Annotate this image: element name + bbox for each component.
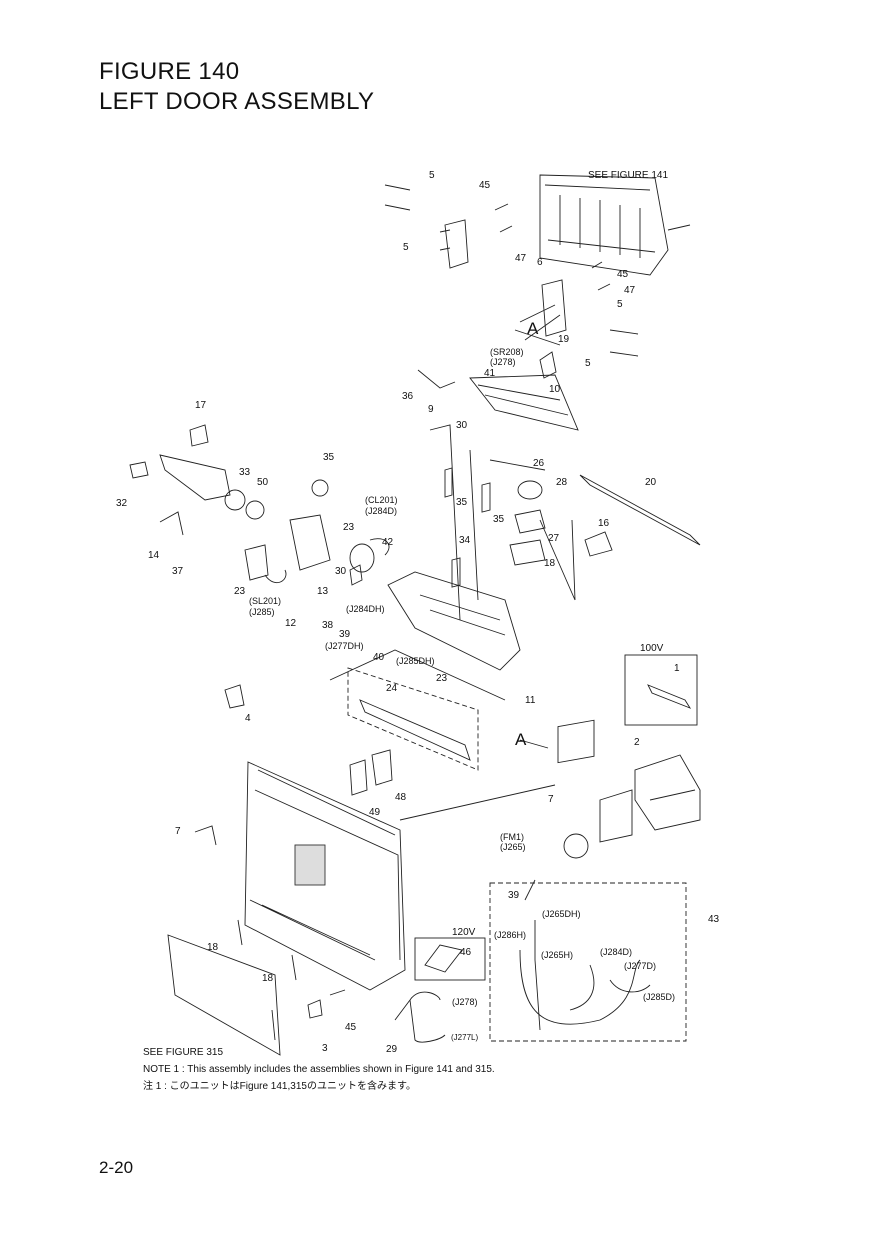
part-number-labels: 5 45 SEE FIGURE 141 5 47 6 45 47 5 A 19 … — [116, 170, 720, 1058]
part-label: 45 — [617, 269, 629, 280]
figure-title: LEFT DOOR ASSEMBLY — [99, 88, 375, 115]
part-label: 39 — [339, 629, 351, 640]
part-label: 23 — [436, 673, 448, 684]
note-japanese: 注 1 : このユニットはFigure 141,315のユニットを含みます。 — [143, 1081, 416, 1092]
callout-letter: A — [527, 319, 539, 338]
note-english: NOTE 1 : This assembly includes the asse… — [143, 1064, 495, 1075]
part-label: 13 — [317, 586, 329, 597]
figure-number: FIGURE 140 — [99, 58, 240, 85]
part-label: 36 — [402, 391, 414, 402]
part-label: 7 — [175, 826, 181, 837]
part-label: 35 — [456, 497, 468, 508]
part-label: 24 — [386, 683, 398, 694]
part-label: 33 — [239, 467, 251, 478]
part-label: 37 — [172, 566, 184, 577]
connector-label: (J277D) — [624, 961, 656, 971]
part-label: 18 — [207, 942, 219, 953]
part-label: 9 — [428, 404, 434, 415]
part-label: 40 — [373, 652, 385, 663]
part-label: 35 — [323, 452, 335, 463]
part-label: 20 — [645, 477, 657, 488]
part-label: 42 — [382, 537, 394, 548]
connector-label: (J278) — [452, 997, 478, 1007]
part-label: 29 — [386, 1044, 398, 1055]
part-label: 11 — [525, 695, 536, 706]
page-number: 2-20 — [99, 1158, 134, 1177]
part-label: 18 — [262, 973, 274, 984]
see-figure-141-label: SEE FIGURE 141 — [588, 170, 668, 181]
part-label: 35 — [493, 514, 505, 525]
connector-label: (J277DH) — [325, 641, 364, 651]
part-label: 5 — [403, 242, 409, 253]
part-label: 3 — [322, 1043, 328, 1054]
part-label: 43 — [708, 914, 720, 925]
part-label: 39 — [508, 890, 520, 901]
connector-label: (FM1) — [500, 832, 524, 842]
part-label: 14 — [148, 550, 160, 561]
part-label: 10 — [549, 384, 561, 395]
part-label: 30 — [335, 566, 347, 577]
part-label: 4 — [245, 713, 251, 724]
connector-label: (SL201) — [249, 596, 281, 606]
see-figure-315-label: SEE FIGURE 315 — [143, 1047, 223, 1058]
part-label: 1 — [674, 663, 680, 674]
part-label: 48 — [395, 792, 407, 803]
connector-label: (J265H) — [541, 950, 573, 960]
connector-label: (J284DH) — [346, 604, 385, 614]
part-label: 18 — [544, 558, 556, 569]
diagram-drawing — [129, 174, 701, 1056]
part-label: 19 — [558, 334, 570, 345]
voltage-label: 120V — [452, 927, 476, 938]
part-label: 41 — [484, 368, 496, 379]
connector-label: (J285D) — [643, 992, 675, 1002]
part-label: 46 — [460, 947, 472, 958]
part-label: 49 — [369, 807, 381, 818]
part-label: 28 — [556, 477, 568, 488]
connector-label: (J285) — [249, 607, 275, 617]
connector-label: (J265DH) — [542, 909, 581, 919]
part-label: 47 — [624, 285, 636, 296]
part-label: 5 — [585, 358, 591, 369]
voltage-label: 100V — [640, 643, 664, 654]
part-label: 45 — [345, 1022, 357, 1033]
part-label: 5 — [429, 170, 435, 181]
part-label: 38 — [322, 620, 334, 631]
part-label: 17 — [195, 400, 207, 411]
part-label: 12 — [285, 618, 297, 629]
callout-letter: A — [515, 730, 527, 749]
part-label: 23 — [234, 586, 246, 597]
connector-label: (J286H) — [494, 930, 526, 940]
part-label: 30 — [456, 420, 468, 431]
part-label: 5 — [617, 299, 623, 310]
part-label: 27 — [548, 533, 560, 544]
part-label: 32 — [116, 498, 128, 509]
connector-label: (SR208) — [490, 347, 524, 357]
connector-label: (J284D) — [600, 947, 632, 957]
part-label: 50 — [257, 477, 269, 488]
part-label: 26 — [533, 458, 545, 469]
part-label: 2 — [634, 737, 640, 748]
connector-label: (CL201) — [365, 495, 398, 505]
part-label: 23 — [343, 522, 355, 533]
connector-label: (J265) — [500, 842, 526, 852]
part-label: 7 — [548, 794, 554, 805]
part-label: 34 — [459, 535, 471, 546]
connector-label: (J285DH) — [396, 656, 435, 666]
connector-label: (J284D) — [365, 506, 397, 516]
part-label: 16 — [598, 518, 610, 529]
connector-label: (J278) — [490, 357, 516, 367]
part-label: 6 — [537, 257, 543, 268]
part-label: 45 — [479, 180, 491, 191]
connector-label: (J277L) — [451, 1033, 478, 1042]
part-label: 47 — [515, 253, 527, 264]
